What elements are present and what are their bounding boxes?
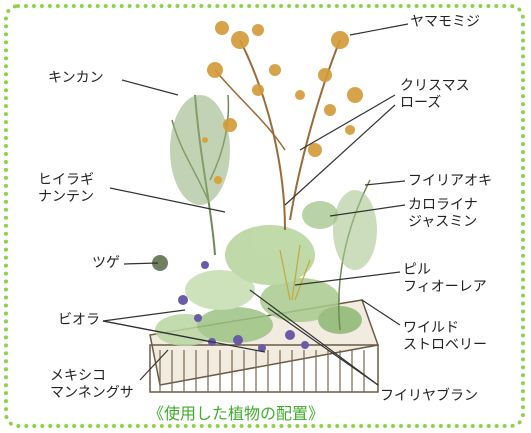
label-fuiri-aoki: フイリアオキ bbox=[408, 173, 492, 189]
label-viola: ビオラ bbox=[58, 312, 100, 328]
maple-tree bbox=[207, 21, 363, 231]
label-fuiri-yabran: フイリヤブラン bbox=[380, 388, 478, 404]
label-wild-strawberry: ワイルドストロベリー bbox=[403, 320, 487, 353]
diagram-caption: 《使用した植物の配置》 bbox=[148, 404, 325, 423]
viola-flowers bbox=[178, 261, 309, 352]
label-hiiragi-nanten: ヒイラギナンテン bbox=[38, 172, 94, 205]
label-kinkan: キンカン bbox=[48, 70, 104, 86]
leader-lines bbox=[102, 23, 409, 386]
label-tsuge: ツゲ bbox=[92, 255, 120, 271]
dotted-frame bbox=[4, 4, 525, 428]
shrubs bbox=[279, 179, 377, 331]
label-christmas-rose: クリスマスローズ bbox=[400, 78, 470, 111]
label-carolina-jasmine: カロライナジャスミン bbox=[408, 197, 478, 230]
label-yamamomiji: ヤマモミジ bbox=[410, 14, 480, 30]
foliage bbox=[152, 225, 362, 346]
kinkan-tree bbox=[170, 94, 230, 256]
label-pilea: ピルフィオーレア bbox=[403, 262, 487, 295]
label-mexican-manneng: メキシコマンネングサ bbox=[50, 368, 134, 401]
